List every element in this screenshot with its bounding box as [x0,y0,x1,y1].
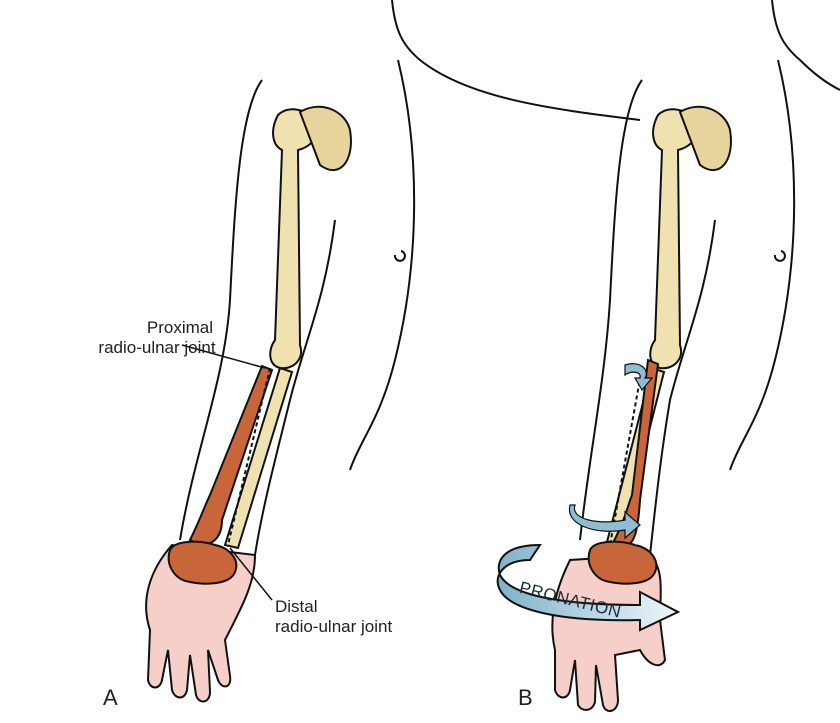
distal-label-line1: Distal [275,597,318,616]
nipple-icon [773,250,786,262]
proximal-leader-line [181,344,266,369]
nipple-icon [393,250,406,262]
body-outline [391,0,641,121]
torso-outline [729,59,796,471]
arm-outline-left [179,79,263,541]
body-outline [771,0,840,91]
axis-dashed [609,367,643,546]
distal-joint-label: Distal radio-ulnar joint [275,597,392,637]
proximal-joint-label: Proximal radio-ulnar joint [97,318,217,358]
axis-dashed [227,367,271,546]
arm-outline-left [579,79,643,541]
shoulder-bone [678,105,732,172]
carpal-bones [587,540,658,585]
distal-leader-line [229,547,273,601]
pronation-arrow [496,543,681,632]
panel-b-drawing [551,0,840,712]
distal-label-line2: radio-ulnar joint [275,617,393,636]
ulna-bone [223,366,294,550]
torso-outline [349,59,416,471]
proximal-label-line1: Proximal [146,318,213,337]
arm-outline-right [649,219,716,556]
panel-a-drawing [145,0,641,703]
panel-b-letter: B [518,685,533,710]
mid-rotation-arrow-icon [568,504,641,540]
small-rotation-arrow-icon [624,363,654,392]
proximal-label-line2: radio-ulnar joint [98,338,216,357]
shoulder-bone [298,105,352,172]
panel-a-letter: A [103,685,118,710]
carpal-bones [167,540,238,585]
arm-outline-right [254,219,336,556]
hand-skin [145,543,257,703]
